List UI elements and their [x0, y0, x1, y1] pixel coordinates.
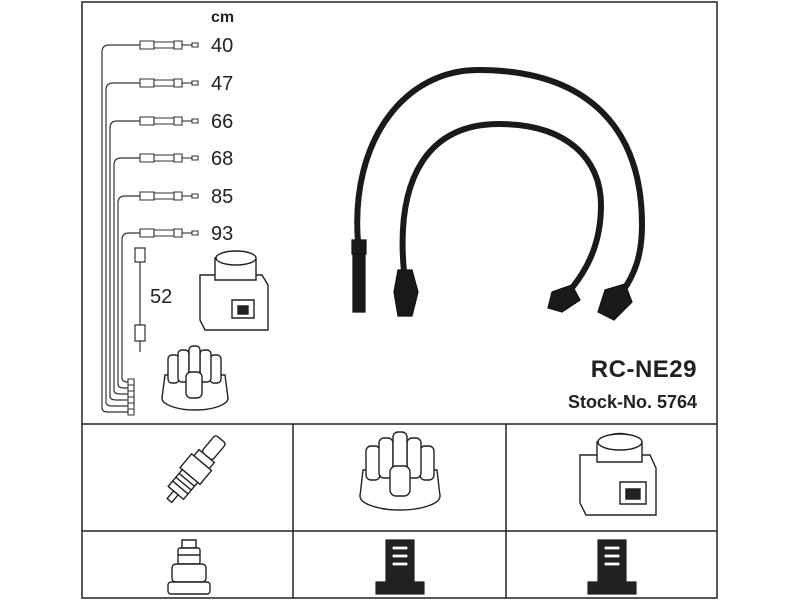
lead-length-5: 85 [211, 186, 234, 208]
lead-connectors [128, 41, 198, 415]
wire-bundle [102, 45, 140, 412]
coil-connector-icon [588, 540, 636, 594]
lead-length-1: 40 [211, 35, 234, 57]
spark-plug-icon [159, 431, 230, 509]
plug-connector-icon [168, 540, 210, 594]
coil-lead-52 [135, 248, 145, 352]
coil-lead-length: 52 [150, 286, 173, 308]
distributor-cap-icon [360, 432, 440, 510]
lead-length-6: 93 [211, 223, 234, 245]
model-title: RC-NE29 [590, 356, 697, 383]
lead-length-3: 66 [211, 111, 234, 133]
coil-small-icon [200, 251, 268, 330]
lead-length-2: 47 [211, 73, 234, 95]
ignition-coil-icon [580, 434, 656, 516]
distributor-cap-small-icon [162, 346, 228, 410]
ignition-lead-pair [357, 70, 642, 295]
lead-length-4: 68 [211, 148, 234, 170]
cap-connector-icon [376, 540, 424, 594]
stock-number: Stock-No. 5764 [567, 392, 697, 412]
frame-grid [82, 2, 717, 598]
unit-label: cm [211, 9, 235, 26]
lead-boots-right [352, 240, 632, 320]
